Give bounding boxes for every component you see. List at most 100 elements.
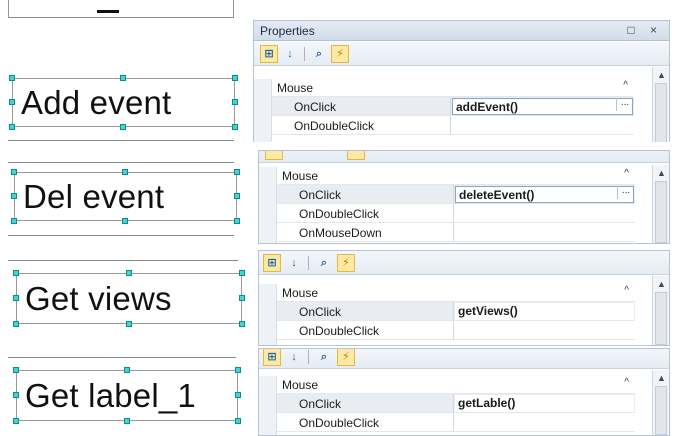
get-views-widget[interactable]: Get views [16, 273, 242, 324]
property-row-ondoubleclick[interactable]: OnDoubleClick [272, 116, 634, 135]
resize-handle-s[interactable] [124, 418, 130, 424]
resize-handle-n[interactable] [126, 270, 132, 276]
properties-icon[interactable]: ⌕ [320, 351, 328, 363]
property-value[interactable] [455, 224, 634, 241]
property-value[interactable] [455, 414, 634, 431]
resize-handle-s[interactable] [120, 124, 126, 130]
del-event-widget[interactable]: Del event [14, 172, 237, 221]
properties-pane: ⊞ ↓ ⌕ ⚡ Mouse ^ OnClick getLable() OnDou… [258, 348, 670, 436]
vertical-scrollbar[interactable]: ▲ [652, 165, 669, 243]
ellipsis-button[interactable]: ... [617, 186, 634, 199]
events-icon[interactable]: ⚡ [331, 45, 349, 63]
scroll-up-icon[interactable]: ▲ [657, 168, 666, 178]
properties-toolbar: ⊞ ↓ ⌕ ⚡ [259, 251, 669, 275]
resize-handle-nw[interactable] [13, 270, 19, 276]
resize-handle-w[interactable] [13, 392, 19, 398]
property-row-onclick[interactable]: OnClick addEvent() ... [272, 97, 634, 116]
properties-toolbar: ⊞ ↓ ⌕ ⚡ [254, 42, 669, 66]
category-mouse[interactable]: Mouse ^ [259, 376, 635, 394]
ellipsis-button[interactable]: ... [616, 98, 633, 111]
resize-handle-se[interactable] [239, 321, 245, 327]
property-row-onclick[interactable]: OnClick deleteEvent() ... [277, 185, 635, 204]
vertical-scrollbar[interactable]: ▲ [652, 67, 669, 142]
resize-handle-e[interactable] [235, 392, 241, 398]
events-icon[interactable]: ⚡ [337, 254, 355, 272]
resize-handle-w[interactable] [9, 99, 15, 105]
vertical-scrollbar[interactable]: ▲ [652, 370, 669, 435]
property-row-ondoubleclick[interactable]: OnDoubleClick [277, 321, 635, 340]
collapse-icon[interactable]: ^ [624, 168, 629, 179]
scroll-up-icon[interactable]: ▲ [657, 373, 666, 383]
alphabetical-icon[interactable]: ↓ [291, 351, 297, 363]
add-event-widget[interactable]: Add event [12, 78, 235, 127]
resize-handle-n[interactable] [120, 75, 126, 81]
widget-label: Get label_1 [25, 376, 196, 414]
resize-handle-n[interactable] [122, 169, 128, 175]
resize-handle-ne[interactable] [234, 169, 240, 175]
resize-handle-se[interactable] [235, 418, 241, 424]
scroll-thumb[interactable] [655, 292, 667, 345]
property-value[interactable] [455, 205, 634, 222]
properties-icon[interactable]: ⌕ [315, 48, 323, 60]
resize-handle-s[interactable] [126, 321, 132, 327]
categorized-icon[interactable]: ⊞ [263, 349, 281, 366]
property-value-input[interactable]: deleteEvent() [455, 186, 634, 203]
resize-handle-nw[interactable] [9, 75, 15, 81]
resize-handle-e[interactable] [234, 193, 240, 199]
events-icon[interactable]: ⚡ [337, 349, 355, 366]
categorized-icon[interactable]: ⊞ [260, 45, 278, 63]
resize-handle-sw[interactable] [9, 124, 15, 130]
resize-handle-s[interactable] [122, 218, 128, 224]
property-value-input[interactable]: addEvent() [452, 98, 633, 115]
property-value[interactable]: getLable() [455, 395, 634, 412]
alphabetical-icon[interactable]: ↓ [291, 257, 297, 269]
resize-handle-nw[interactable] [11, 169, 17, 175]
collapse-icon[interactable]: ^ [624, 377, 629, 388]
resize-handle-ne[interactable] [232, 75, 238, 81]
property-row-ondoubleclick[interactable]: OnDoubleClick [277, 204, 635, 223]
resize-handle-ne[interactable] [235, 367, 241, 373]
category-mouse[interactable]: Mouse ^ [259, 167, 635, 185]
resize-handle-ne[interactable] [239, 270, 245, 276]
get-label-widget[interactable]: Get label_1 [16, 370, 238, 421]
scroll-thumb[interactable] [655, 386, 667, 435]
properties-icon[interactable]: ⌕ [320, 257, 328, 269]
resize-handle-e[interactable] [232, 99, 238, 105]
events-icon[interactable] [347, 151, 365, 160]
canvas-guide-line [8, 260, 238, 261]
scroll-thumb[interactable] [655, 181, 667, 243]
property-value[interactable]: getViews() [455, 303, 634, 320]
collapse-icon[interactable]: ^ [623, 80, 628, 91]
category-mouse[interactable]: Mouse ^ [259, 284, 635, 302]
property-value[interactable] [452, 117, 633, 134]
resize-handle-sw[interactable] [13, 418, 19, 424]
vertical-scrollbar[interactable]: ▲ [652, 276, 669, 345]
resize-handle-sw[interactable] [13, 321, 19, 327]
property-row-ondoubleclick[interactable]: OnDoubleClick [277, 413, 635, 432]
categorized-icon[interactable]: ⊞ [263, 254, 281, 272]
categorized-icon[interactable] [265, 151, 283, 160]
resize-handle-n[interactable] [124, 367, 130, 373]
alphabetical-icon[interactable]: ↓ [287, 48, 293, 60]
property-row-onmousedown[interactable]: OnMouseDown [277, 223, 635, 242]
column-divider [453, 223, 454, 241]
resize-handle-nw[interactable] [13, 367, 19, 373]
resize-handle-se[interactable] [232, 124, 238, 130]
resize-handle-w[interactable] [11, 193, 17, 199]
resize-handle-sw[interactable] [11, 218, 17, 224]
property-value[interactable] [455, 322, 634, 339]
scroll-up-icon[interactable]: ▲ [657, 70, 666, 80]
widget-label: Get views [25, 279, 172, 317]
collapse-icon[interactable]: ^ [624, 285, 629, 296]
resize-handle-se[interactable] [234, 218, 240, 224]
property-row-onclick[interactable]: OnClick getLable() [277, 394, 635, 413]
resize-handle-e[interactable] [239, 295, 245, 301]
property-name: OnClick [299, 397, 342, 411]
property-row-onclick[interactable]: OnClick getViews() [277, 302, 635, 321]
pane-window-buttons[interactable]: □ × [627, 23, 663, 37]
scroll-thumb[interactable] [655, 83, 667, 142]
resize-handle-w[interactable] [13, 295, 19, 301]
toolbar-separator [308, 350, 309, 364]
scroll-up-icon[interactable]: ▲ [657, 279, 666, 289]
category-mouse[interactable]: Mouse ^ [254, 79, 634, 97]
